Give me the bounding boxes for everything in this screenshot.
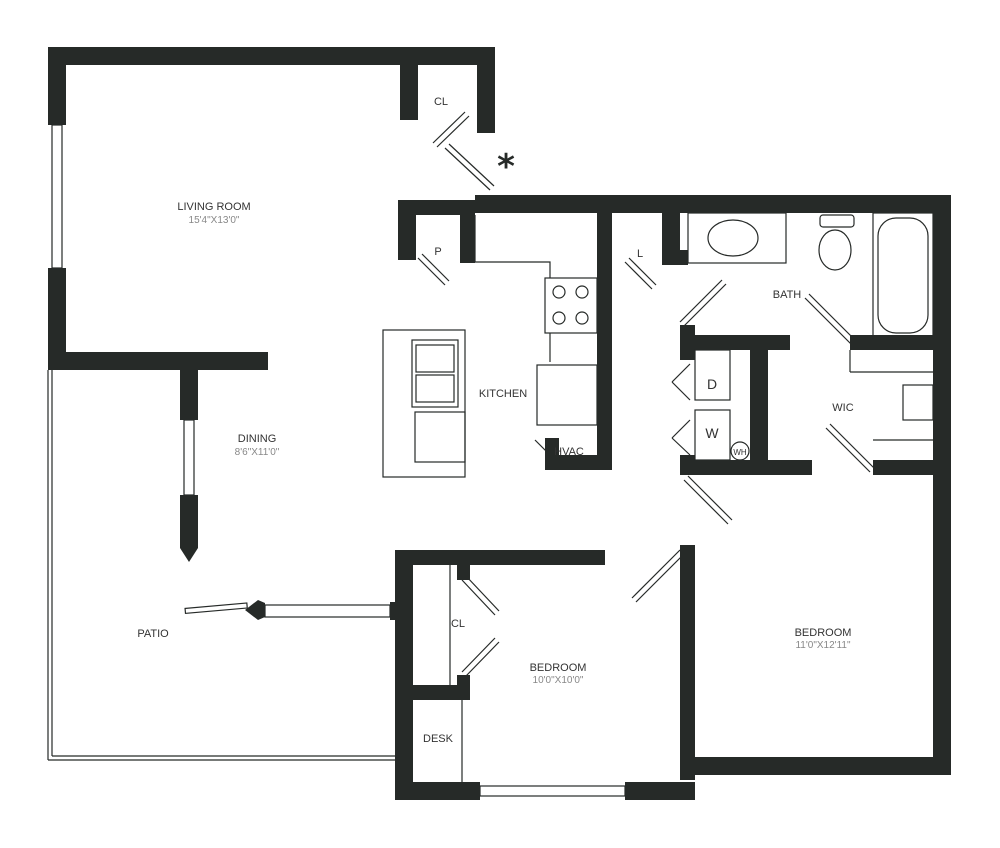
main-bedroom-size: 11'0"X12'11" bbox=[795, 640, 850, 651]
main-bedroom-label: BEDROOM bbox=[795, 627, 852, 639]
toilet bbox=[818, 229, 852, 271]
hvac-label: HVAC bbox=[554, 446, 584, 458]
wic-label: WIC bbox=[832, 402, 853, 414]
doors bbox=[184, 111, 875, 677]
kitchen-island bbox=[382, 329, 466, 478]
living-room-size: 15'4"X13'0" bbox=[189, 215, 240, 226]
dining-label: DINING bbox=[238, 433, 277, 445]
bathtub bbox=[872, 212, 934, 339]
fixtures bbox=[382, 212, 934, 782]
desk-label: DESK bbox=[423, 733, 454, 745]
labels: LIVING ROOM 15'4"X13'0" DINING 8'6"X11'0… bbox=[137, 96, 853, 745]
linen-label: L bbox=[637, 248, 643, 260]
patio-label: PATIO bbox=[137, 628, 169, 640]
bedroom-closet-label: CL bbox=[451, 618, 465, 630]
water-heater bbox=[730, 441, 750, 461]
refrigerator bbox=[536, 364, 598, 426]
dishwasher bbox=[414, 411, 466, 463]
washer-label: W bbox=[705, 425, 719, 441]
bath-sink bbox=[707, 219, 759, 257]
living-closet-label: CL bbox=[434, 96, 448, 108]
washer bbox=[694, 409, 731, 461]
living-room-label: LIVING ROOM bbox=[177, 201, 250, 213]
windows bbox=[47, 124, 626, 797]
bedroom-2-label: BEDROOM bbox=[530, 662, 587, 674]
walls bbox=[48, 47, 951, 800]
bedroom-2-size: 10'0"X10'0" bbox=[533, 675, 584, 686]
dryer bbox=[694, 349, 731, 401]
pantry-label: P bbox=[434, 246, 441, 258]
stove bbox=[544, 277, 598, 334]
kitchen-label: KITCHEN bbox=[479, 388, 527, 400]
dining-size: 8'6"X11'0" bbox=[235, 447, 280, 458]
entry-marker: * bbox=[497, 147, 515, 187]
dryer-label: D bbox=[707, 376, 717, 392]
water-heater-label: WH bbox=[733, 448, 747, 457]
bath-label: BATH bbox=[773, 289, 802, 301]
